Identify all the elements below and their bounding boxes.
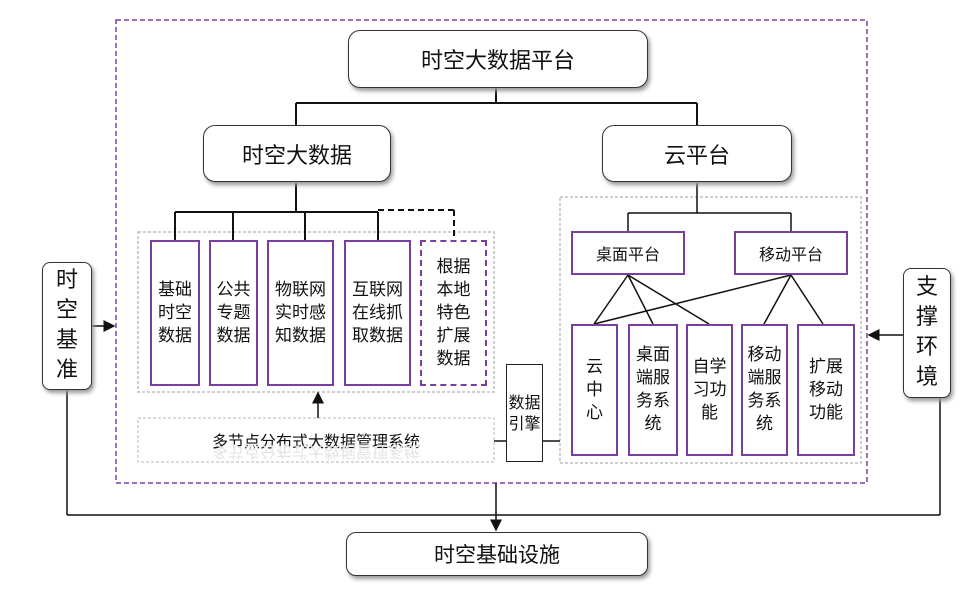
spacetime-bigdata-label: 时空大数据 [241, 143, 352, 169]
data-group-frame [137, 231, 495, 393]
data-box-basic: 基础 时空 数据 [150, 240, 200, 386]
cloud-platform-label: 云平台 [663, 143, 730, 169]
platform-title-box: 时空大数据平台 [348, 30, 648, 88]
desktop-platform-box: 桌面平台 [571, 231, 685, 275]
data-box-iot: 物联网 实时感 知数据 [267, 240, 334, 386]
platform-title: 时空大数据平台 [420, 49, 575, 74]
cloud-box-self-learning: 自学 习功 能 [686, 324, 733, 456]
cloud-box-desktop-service: 桌面 端服 务系 统 [628, 324, 678, 456]
support-environment-box: 支 撑 环 境 [903, 268, 951, 398]
cloud-platform-box: 云平台 [602, 125, 792, 182]
infrastructure-label: 时空基础设施 [434, 543, 560, 567]
cloud-box-mobile-service: 移动 端服 务系 统 [741, 324, 788, 456]
mgmt-system-reflection: 多节点分布式大数据管理系统 [211, 443, 420, 461]
mgmt-system-label: 多节点分布式大数据管理系统 [211, 432, 420, 451]
cloud-box-center: 云 中 心 [571, 324, 618, 456]
spacetime-reference-box: 时 空 基 准 [42, 262, 92, 390]
mgmt-system-box: 多节点分布式大数据管理系统 [140, 420, 492, 460]
infrastructure-box: 时空基础设施 [346, 532, 648, 576]
data-engine-box: 数据 引擎 [506, 364, 543, 462]
data-box-thematic: 公共 专题 数据 [209, 240, 258, 386]
mobile-platform-box: 移动平台 [734, 231, 848, 275]
cloud-box-mobile-extension: 扩展 移动 功能 [797, 324, 855, 456]
mgmt-group-frame [137, 417, 495, 463]
data-box-internet: 互联网 在线抓 取数据 [344, 240, 411, 386]
data-box-local-extension: 根据 本地 特色 扩展 数据 [420, 240, 487, 386]
spacetime-bigdata-box: 时空大数据 [203, 125, 391, 182]
platform-frame [115, 19, 868, 484]
cloud-group-frame [559, 196, 862, 464]
